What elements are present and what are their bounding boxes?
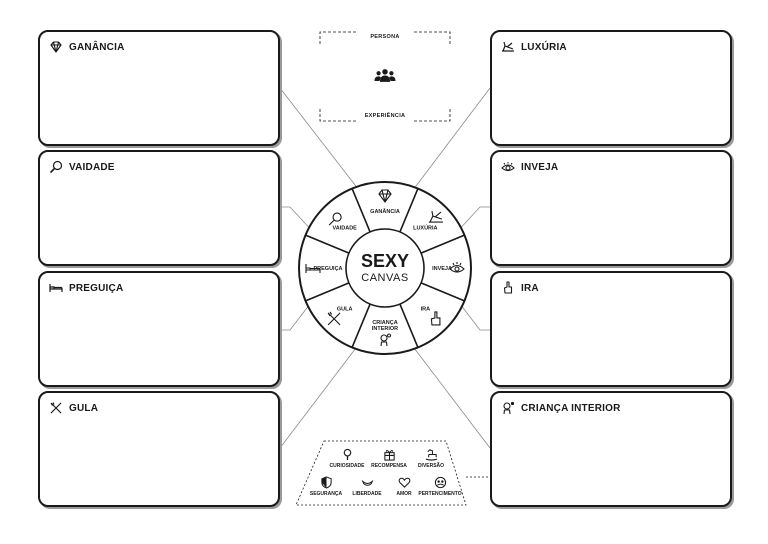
wheel-label-gula[interactable]: GULA bbox=[337, 306, 353, 312]
center-subtitle: CANVAS bbox=[361, 272, 408, 284]
connector-inveja bbox=[454, 206, 490, 235]
rocking-horse-icon bbox=[425, 449, 437, 461]
child-icon bbox=[503, 401, 515, 415]
connector-ira bbox=[456, 299, 490, 331]
luxuria-title: LUXÚRIA bbox=[521, 41, 567, 53]
connector-gula bbox=[279, 339, 363, 449]
motivation-seguranca: SEGURANÇA bbox=[295, 476, 357, 497]
gula-title: GULA bbox=[69, 402, 99, 414]
vaidade-box[interactable]: VAIDADE bbox=[38, 150, 280, 266]
wheel-label-vaidade[interactable]: VAIDADE bbox=[333, 226, 358, 232]
group-users-icon bbox=[374, 69, 396, 82]
persona-frame-corners bbox=[319, 31, 451, 122]
mirror-icon bbox=[49, 160, 63, 174]
wheel-lying-figure-icon bbox=[428, 210, 443, 223]
ira-box[interactable]: IRA bbox=[490, 271, 732, 387]
wheel-divider bbox=[420, 282, 465, 302]
wheel-child-icon bbox=[380, 333, 392, 347]
wheel-divider bbox=[305, 234, 350, 254]
motivation-pertencimento: PERTENCIMENTO bbox=[409, 476, 471, 497]
gula-box[interactable]: GULA bbox=[38, 391, 280, 507]
wheel-divider bbox=[420, 234, 465, 254]
crianca-title: CRIANÇA INTERIOR bbox=[521, 402, 621, 414]
wheel-bed-icon bbox=[305, 264, 321, 273]
inveja-box[interactable]: INVEJA bbox=[490, 150, 732, 266]
ganancia-title: GANÂNCIA bbox=[69, 41, 125, 53]
wheel-label-preguica[interactable]: PREGUIÇA bbox=[313, 266, 342, 272]
magnifier-icon bbox=[343, 448, 351, 461]
wheel-middle-finger-icon bbox=[430, 311, 441, 326]
wheel-divider bbox=[351, 188, 371, 233]
center-title: SEXY bbox=[361, 251, 409, 271]
ganancia-box[interactable]: GANÂNCIA bbox=[38, 30, 280, 146]
wheel-label-ira[interactable]: IRA bbox=[421, 306, 431, 312]
diamond-icon bbox=[50, 41, 62, 53]
motivation-recompensa: RECOMPENSA bbox=[358, 448, 420, 469]
persona-panel[interactable]: PERSONA EXPERIÊNCIA bbox=[318, 30, 452, 123]
wheel-divider bbox=[399, 188, 419, 233]
motivation-liberdade: LIBERDADE bbox=[336, 476, 398, 497]
wheel-label-inveja[interactable]: INVEJA bbox=[432, 266, 452, 272]
motivation-curiosidade: CURIOSIDADE bbox=[316, 448, 378, 469]
wheel-mirror-icon bbox=[328, 212, 342, 226]
wheel-label-luxuria[interactable]: LUXÚRIA bbox=[413, 225, 437, 232]
connector-luxuria bbox=[409, 87, 491, 195]
connector-vaidade bbox=[280, 206, 316, 235]
connector-ganancia bbox=[279, 87, 363, 195]
gift-icon bbox=[383, 450, 395, 461]
vaidade-title: VAIDADE bbox=[69, 161, 115, 173]
wings-icon bbox=[361, 480, 373, 486]
luxuria-box[interactable]: LUXÚRIA bbox=[490, 30, 732, 146]
fork-knife-icon bbox=[50, 402, 62, 414]
people-circle-icon bbox=[434, 476, 446, 489]
preguica-box[interactable]: PREGUIÇA bbox=[38, 271, 280, 387]
shield-icon bbox=[320, 476, 332, 489]
heart-icon bbox=[398, 477, 410, 488]
inveja-title: INVEJA bbox=[521, 161, 559, 173]
preguica-title: PREGUIÇA bbox=[69, 282, 124, 294]
wheel-divider bbox=[305, 282, 350, 302]
wheel-eye-icon bbox=[449, 262, 465, 273]
wheel-divider bbox=[351, 303, 371, 348]
connector-crianca bbox=[407, 339, 491, 449]
eye-icon bbox=[501, 162, 515, 172]
experiencia-label: EXPERIÊNCIA bbox=[364, 113, 406, 119]
motivation-diversao: DIVERSÃO bbox=[400, 448, 462, 469]
wheel-diamond-icon bbox=[378, 189, 392, 203]
persona-label: PERSONA bbox=[370, 34, 400, 40]
connector-preguica bbox=[280, 299, 314, 331]
wheel-label-ganancia[interactable]: GANÂNCIA bbox=[370, 208, 400, 215]
ira-title: IRA bbox=[521, 282, 539, 294]
wheel-center bbox=[345, 228, 425, 308]
wheel-fork-knife-icon bbox=[327, 311, 341, 326]
motivation-amor: AMOR bbox=[373, 476, 435, 497]
crianca-box[interactable]: CRIANÇA INTERIOR bbox=[490, 391, 732, 507]
bed-icon bbox=[49, 284, 63, 292]
lying-figure-icon bbox=[502, 41, 514, 52]
wheel-divider bbox=[399, 303, 419, 348]
middle-finger-icon bbox=[503, 281, 513, 294]
